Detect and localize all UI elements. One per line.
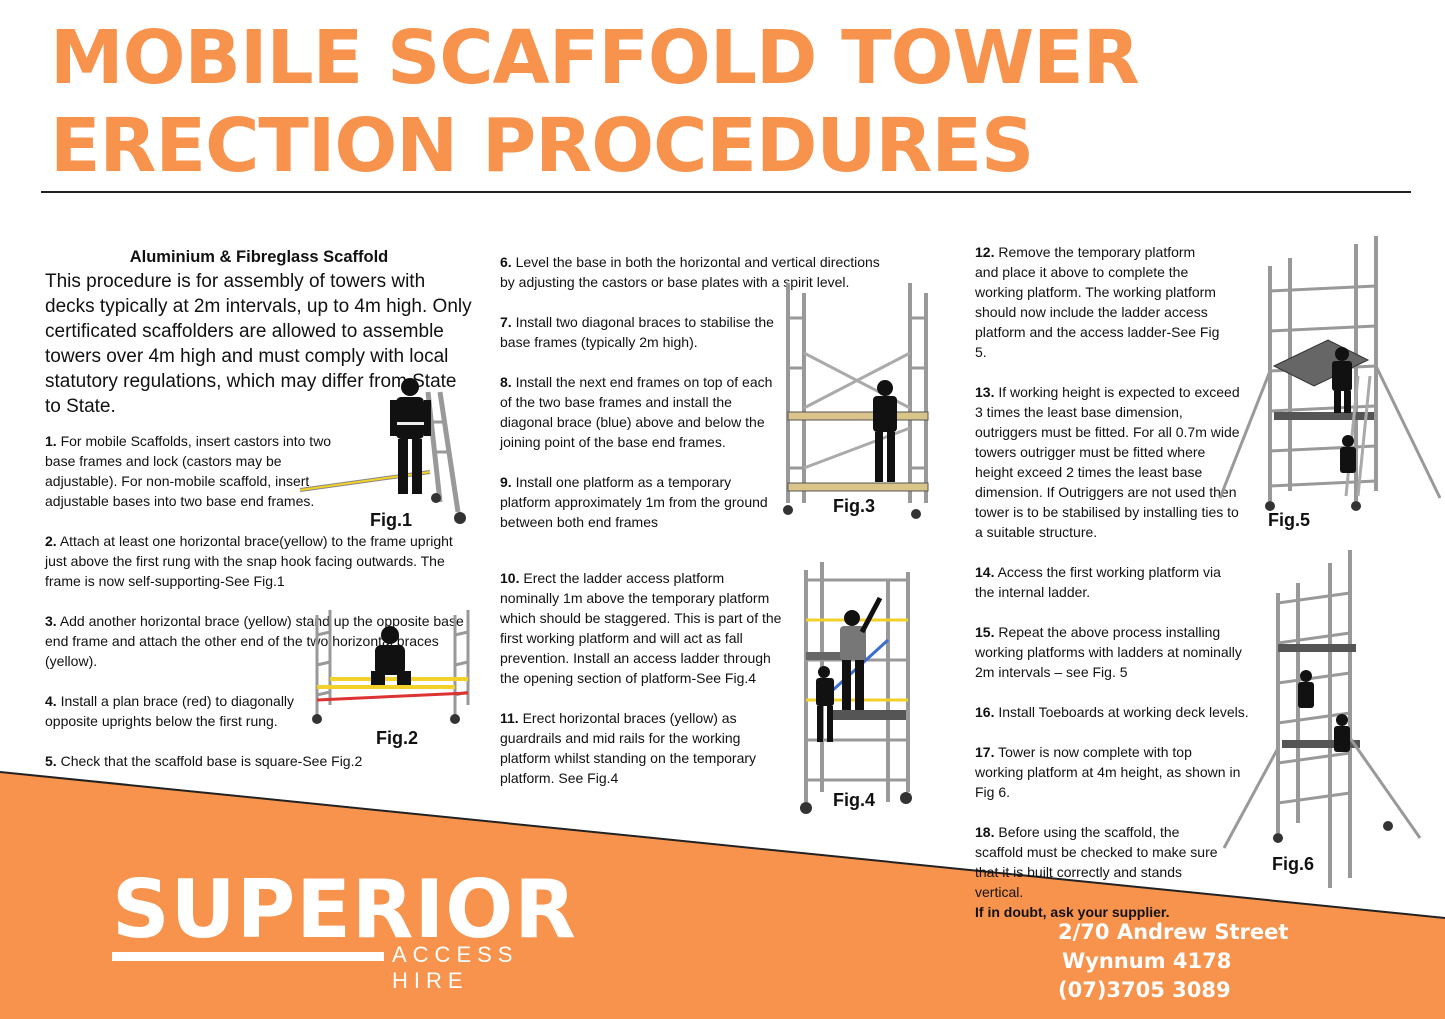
- logo-sub-text: ACCESS HIRE: [392, 942, 519, 993]
- intro-paragraph: This procedure is for assembly of towers…: [45, 271, 472, 417]
- fig4-illustration: [800, 562, 912, 814]
- address-line-1: 2/70 Andrew Street: [1058, 920, 1289, 944]
- fig6-label: Fig.6: [1272, 854, 1315, 874]
- step-15: 15. Repeat the above process installing …: [975, 624, 1242, 680]
- column-3: 12. Remove the temporary platform and pl…: [975, 242, 1265, 922]
- step-2: 2. Attach at least one horizontal brace(…: [45, 533, 453, 589]
- column-1: Aluminium & Fibreglass Scaffold This pro…: [45, 247, 473, 791]
- step-11: 11. Erect horizontal braces (yellow) as …: [500, 710, 757, 786]
- step-1: 1. For mobile Scaffolds, insert castors …: [45, 433, 332, 509]
- step-10: 10. Erect the ladder access platform nom…: [500, 570, 782, 686]
- fig3-illustration: [783, 283, 929, 519]
- fig2-label: Fig.2: [376, 728, 419, 748]
- step-17: 17. Tower is now complete with top worki…: [975, 744, 1241, 800]
- step-5: 5. Check that the scaffold base is squar…: [45, 753, 363, 769]
- fig6-illustration: [1222, 550, 1422, 888]
- logo-underline: [112, 952, 384, 961]
- step-7: 7. Install two diagonal braces to stabil…: [500, 314, 774, 350]
- fig4-label: Fig.4: [833, 790, 876, 810]
- step-9: 9. Install one platform as a temporary p…: [500, 474, 768, 530]
- step-12: 12. Remove the temporary platform and pl…: [975, 244, 1220, 360]
- fig3-label: Fig.3: [833, 496, 876, 516]
- step-3: 3. Add another horizontal brace (yellow)…: [45, 613, 464, 669]
- page-title: MOBILE SCAFFOLD TOWER ERECTION PROCEDURE…: [50, 15, 1140, 189]
- contact-address: 2/70 Andrew Street Wynnum 4178 (07)3705 …: [1058, 918, 1288, 1005]
- title-divider: [41, 191, 1411, 193]
- step-16: 16. Install Toeboards at working deck le…: [975, 704, 1249, 720]
- step-13: 13. If working height is expected to exc…: [975, 384, 1240, 540]
- logo-main-text: SUPERIOR: [112, 863, 577, 956]
- step-18: 18. Before using the scaffold, the scaff…: [975, 824, 1218, 900]
- address-line-2: Wynnum 4178: [1062, 949, 1232, 973]
- fig5-label: Fig.5: [1268, 510, 1311, 530]
- section-subheading: Aluminium & Fibreglass Scaffold: [129, 248, 389, 266]
- phone-number: (07)3705 3089: [1058, 978, 1231, 1002]
- step-8: 8. Install the next end frames on top of…: [500, 374, 773, 450]
- fig2-illustration: [312, 610, 470, 724]
- company-logo: SUPERIOR ACCESS HIRE: [112, 863, 577, 993]
- fig1-label: Fig.1: [370, 510, 413, 530]
- step-4: 4. Install a plan brace (red) to diagona…: [45, 693, 295, 729]
- fig1-illustration: [299, 378, 466, 524]
- column-2: 6. Level the base in both the horizontal…: [500, 252, 895, 808]
- fig5-illustration: [1218, 236, 1442, 511]
- final-note: If in doubt, ask your supplier.: [975, 904, 1170, 920]
- step-14: 14. Access the first working platform vi…: [975, 564, 1221, 600]
- step-6: 6. Level the base in both the horizontal…: [500, 254, 880, 290]
